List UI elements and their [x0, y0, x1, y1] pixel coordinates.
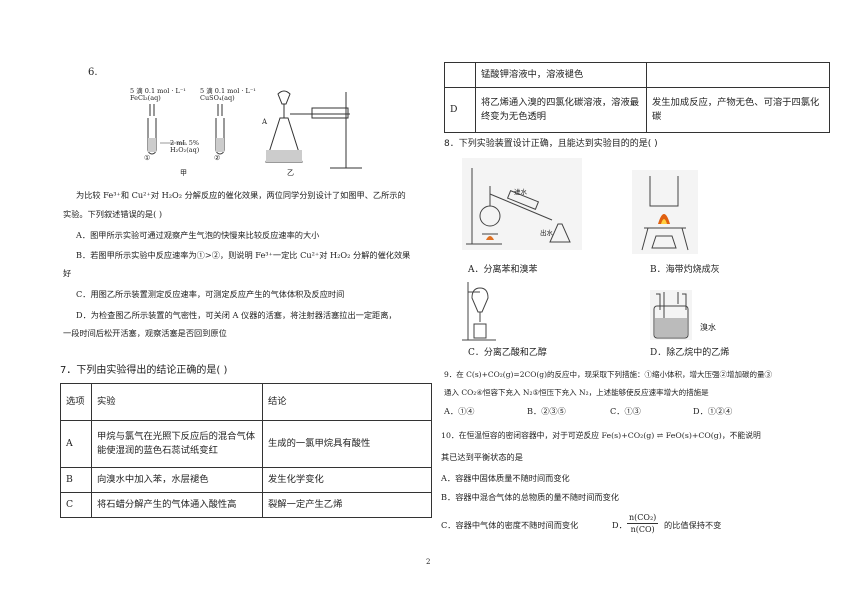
row-c-experiment: 将石蜡分解产生的气体通入酸性高	[91, 492, 263, 518]
q6-option-d-line2: 一段时间后松开活塞，观察活塞是否回到原位	[63, 328, 227, 338]
q8-figure-a	[462, 158, 582, 250]
q8-figure-b	[632, 170, 698, 254]
h2o2-label: 2 mL 5% H₂O₂(aq)	[170, 139, 200, 154]
q10-option-a: A．容器中固体质量不随时间而变化	[441, 473, 570, 483]
q6-stem-line1: 为比较 Fe³⁺和 Cu²⁺对 H₂O₂ 分解反应的催化效果，两位同学分别设计了…	[76, 190, 406, 200]
fraction-denominator: n(CO)	[630, 525, 655, 534]
table-row: D 将乙烯通入溴的四氯化碳溶液，溶液最终变为无色透明 发生加成反应，产物无色、可…	[444, 87, 830, 133]
q9-option-c: C．①③	[610, 406, 641, 416]
test-tube-2	[215, 104, 225, 155]
bromine-water-label: 溴水	[700, 323, 716, 332]
q6-option-b-line1: B．若图甲所示实验中反应速率为①>②，则说明 Fe³⁺一定比 Cu²⁺对 H₂O…	[76, 250, 411, 260]
row-cont-experiment: 锰酸钾溶液中，溶液褪色	[475, 62, 647, 88]
q7-title: 7．下列由实验得出的结论正确的是( )	[60, 365, 228, 376]
q9-line1: 9．在 C(s)+CO₂(g)=2CO(g)的反应中，现采取下列措施：①缩小体积…	[444, 370, 773, 379]
q8-figure-d	[650, 290, 692, 340]
table-row: B 向溴水中加入苯，水层褪色 发生化学变化	[60, 467, 432, 493]
row-b-experiment: 向溴水中加入苯，水层褪色	[91, 467, 263, 493]
q8-figure-c	[462, 282, 496, 341]
q9-option-d: D．①②④	[693, 406, 733, 416]
row-d-experiment: 将乙烯通入溴的四氯化碳溶液，溶液最终变为无色透明	[475, 87, 647, 133]
tube2-label: 5 滴 0.1 mol · L⁻¹ CuSO₄(aq)	[200, 87, 256, 102]
q10-option-d-prefix: D．	[612, 520, 627, 530]
q8-title: 8．下列实验装置设计正确，且能达到实验目的的是( )	[444, 139, 658, 149]
row-a-experiment: 甲烷与氯气在光照下反应后的混合气体能使湿润的蓝色石蕊试纸变红	[91, 420, 263, 468]
table-row: 选项 实验 结论	[60, 383, 432, 421]
q6-option-d-line1: D．为检查图乙所示装置的气密性，可关闭 A 仪器的活塞，将注射器活塞拉出一定距离…	[76, 310, 397, 320]
q8-option-a: A．分离苯和溴苯	[468, 265, 538, 275]
caption-jia: 甲	[180, 169, 187, 177]
row-cont-option	[444, 62, 476, 88]
table-row: 锰酸钾溶液中，溶液褪色	[444, 62, 830, 88]
label-A: A	[262, 118, 268, 126]
q10-option-d-suffix: 的比值保持不变	[664, 520, 722, 530]
water-in-label: 进水	[514, 188, 527, 196]
q10-line1: 10．在恒温恒容的密闭容器中，对于可逆反应 Fe(s)+CO₂(g) ⇌ FeO…	[441, 431, 761, 440]
row-cont-conclusion	[646, 62, 830, 88]
caption-yi: 乙	[287, 169, 294, 177]
q8-option-d: D．除乙烷中的乙烯	[650, 348, 730, 358]
q6-option-b-line2: 好	[63, 268, 72, 278]
row-d-option: D	[444, 87, 476, 133]
q8-option-b: B．海带灼烧成灰	[650, 265, 720, 275]
q10-option-b: B．容器中混合气体的总物质的量不随时间而变化	[441, 492, 619, 502]
q6-stem-line2: 实验。下列叙述错误的是( )	[63, 209, 163, 219]
tube1-label: 5 滴 0.1 mol · L⁻¹ FeCl₃(aq)	[130, 87, 186, 102]
row-d-conclusion: 发生加成反应，产物无色、可溶于四氯化碳	[646, 87, 830, 133]
question-6-figure	[147, 90, 362, 169]
fraction-numerator: n(CO₂)	[627, 513, 659, 524]
question-6-number: 6.	[88, 67, 98, 78]
table-row: C 将石蜡分解产生的气体通入酸性高 裂解一定产生乙烯	[60, 492, 432, 518]
test-tube-1	[147, 104, 157, 155]
row-a-option: A	[60, 420, 92, 468]
row-a-conclusion: 生成的一氯甲烷具有酸性	[262, 420, 432, 468]
q10-line2: 其已达到平衡状态的是	[441, 452, 523, 462]
q10-option-d-fraction: n(CO₂) n(CO)	[627, 512, 659, 535]
apparatus-yi	[265, 90, 362, 169]
q9-option-a: A．①④	[444, 406, 475, 416]
q7-table: 选项 实验 结论 A 甲烷与氯气在光照下反应后的混合气体能使湿润的蓝色石蕊试纸变…	[60, 383, 432, 518]
header-conclusion: 结论	[262, 383, 432, 421]
q6-option-a: A．图甲所示实验可通过观察产生气泡的快慢来比较反应速率的大小	[76, 230, 320, 240]
q8-option-c: C．分离乙酸和乙醇	[468, 348, 547, 358]
page-number: 2	[426, 558, 431, 566]
q9-option-b: B．②③⑤	[527, 406, 566, 416]
row-c-option: C	[60, 492, 92, 518]
q10-option-c: C．容器中气体的密度不随时间而变化	[441, 520, 579, 530]
row-b-option: B	[60, 467, 92, 493]
table-row: A 甲烷与氯气在光照下反应后的混合气体能使湿润的蓝色石蕊试纸变红 生成的一氯甲烷…	[60, 420, 432, 468]
q9-line2: 通入 CO₂④恒容下充入 N₂⑤恒压下充入 N₂，上述能够使反应速率增大的措施是	[444, 388, 709, 397]
header-option: 选项	[60, 383, 92, 421]
circle-1-label: ①	[144, 154, 151, 162]
q6-option-c: C．用图乙所示装置测定反应速率，可测定反应产生的气体体积及反应时间	[76, 289, 345, 299]
row-c-conclusion: 裂解一定产生乙烯	[262, 492, 432, 518]
water-out-label: 出水	[540, 229, 553, 237]
row-b-conclusion: 发生化学变化	[262, 467, 432, 493]
header-experiment: 实验	[91, 383, 263, 421]
circle-2-label: ②	[214, 154, 221, 162]
q7-table-continued: 锰酸钾溶液中，溶液褪色 D 将乙烯通入溴的四氯化碳溶液，溶液最终变为无色透明 发…	[444, 62, 830, 133]
